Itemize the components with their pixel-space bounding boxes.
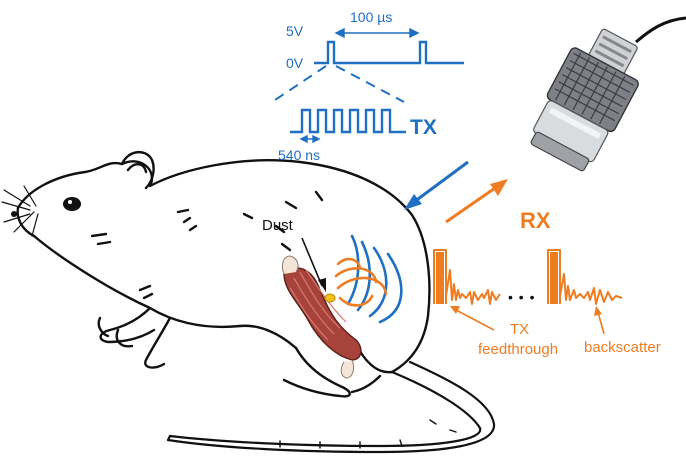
rat-eye-highlight: [68, 200, 72, 204]
rx-direction-arrow: [445, 179, 508, 224]
burst-period-dimension: [299, 134, 321, 144]
voltage-high-label: 5V: [286, 23, 304, 39]
tx-pulse-train: [314, 40, 464, 65]
tx-label: TX: [410, 116, 437, 139]
rat-eye: [63, 197, 81, 211]
orange-backscatter-waves: [334, 257, 388, 307]
backscatter-label: backscatter: [584, 339, 661, 356]
rx-label: RX: [520, 208, 551, 233]
rat-nose: [11, 211, 17, 217]
dust-mote: [324, 293, 336, 303]
pulse-period-dimension: [334, 27, 420, 39]
zoom-guide-lines: [271, 65, 405, 103]
rx-ellipsis: • • •: [508, 289, 536, 305]
muscle-icon: [281, 255, 362, 379]
dust-pointer-arrow: [301, 237, 323, 287]
pulse-period-label: 100 µs: [350, 9, 393, 25]
dust-pointer-arrowhead: [318, 278, 326, 292]
feedthrough-pointer-arrow: [450, 306, 495, 331]
rx-echo-waveform: [433, 249, 623, 305]
tx-feedthrough-label-line1: TX: [510, 321, 530, 338]
tx-direction-arrow: [404, 160, 469, 210]
tx-burst-waveform: [290, 108, 406, 134]
voltage-low-label: 0V: [286, 55, 304, 71]
backscatter-pointer-arrow: [594, 306, 605, 335]
tx-feedthrough-label-line2: feedthrough: [478, 341, 559, 358]
ultrasound-transducer-icon: [530, 16, 686, 172]
burst-period-label: 540 ns: [278, 147, 321, 163]
dust-label: Dust: [262, 217, 293, 234]
